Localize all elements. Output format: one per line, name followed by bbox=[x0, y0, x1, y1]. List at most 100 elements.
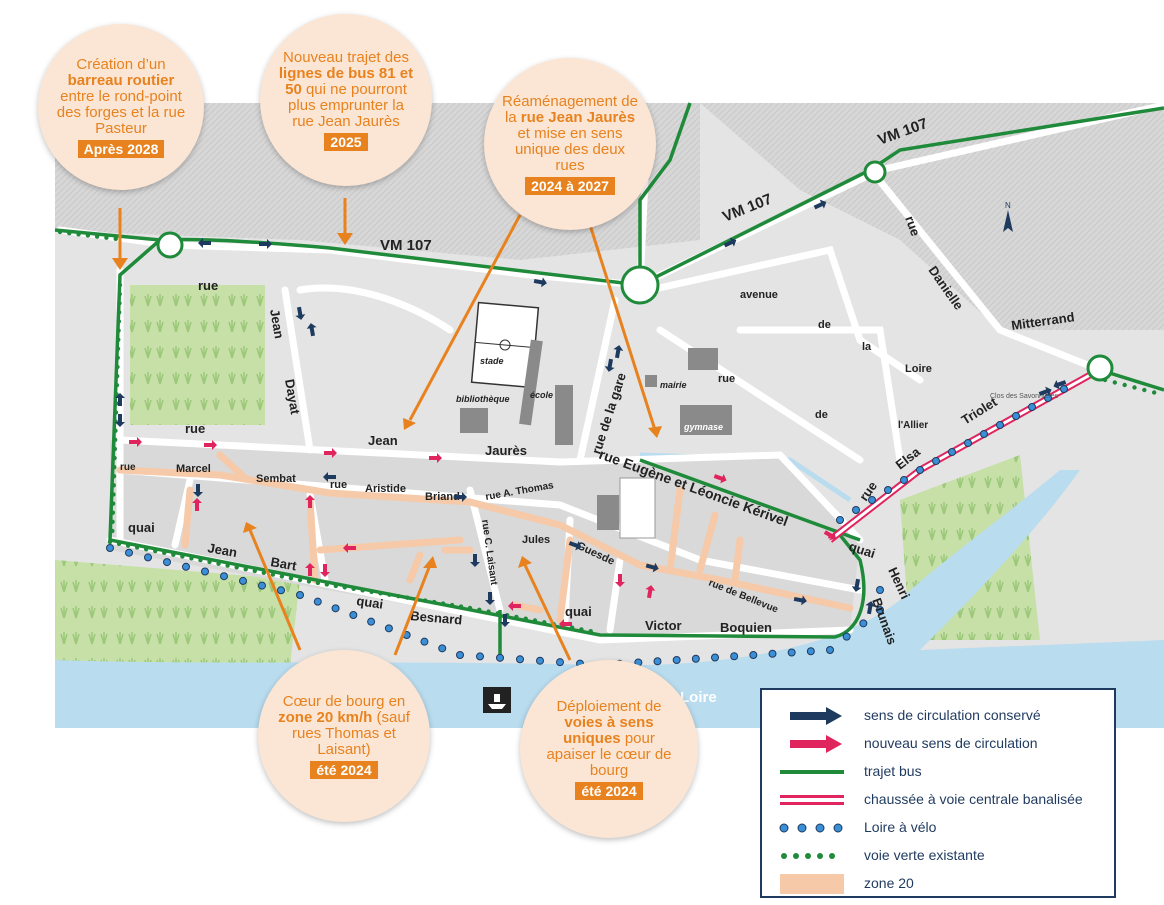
gymnase-building bbox=[680, 405, 732, 435]
path-dot bbox=[980, 430, 988, 438]
path-dot bbox=[116, 541, 122, 547]
bubble-pointer-heads bbox=[112, 233, 662, 568]
path-dot bbox=[1102, 377, 1108, 383]
path-dot bbox=[107, 539, 113, 545]
path-dot bbox=[153, 548, 158, 554]
bubble-text-pre: Déploiement de bbox=[556, 697, 662, 715]
path-dot bbox=[806, 647, 815, 656]
label-stade: stade bbox=[480, 356, 504, 366]
svg-text:N: N bbox=[1005, 201, 1011, 210]
compass-icon: N bbox=[1003, 201, 1013, 232]
new-direction-arrow bbox=[324, 448, 337, 458]
path-dot bbox=[207, 559, 212, 565]
bubble-barreau-routier: Création d’un barreau routier entre le r… bbox=[38, 24, 204, 190]
bubble-date-tag: 2025 bbox=[324, 132, 368, 151]
path-dot bbox=[1132, 385, 1137, 390]
new-direction-arrow bbox=[615, 574, 625, 587]
kept-direction-arrow bbox=[1038, 386, 1052, 397]
legend-row-bus: trajet bus bbox=[762, 758, 1114, 786]
bubble-text-pre: Nouveau trajet des bbox=[283, 48, 409, 66]
label-aristide: Aristide bbox=[365, 483, 406, 495]
bubble-date-tag: été 2024 bbox=[310, 760, 378, 779]
kept-direction-arrow bbox=[1053, 379, 1067, 390]
map-legend: sens de circulation conservé nouveau sen… bbox=[760, 688, 1116, 898]
path-dot bbox=[996, 421, 1004, 429]
path-dot bbox=[198, 557, 203, 563]
path-dot bbox=[270, 572, 276, 577]
roundabouts bbox=[156, 160, 1114, 382]
path-dot bbox=[143, 547, 149, 552]
label-quai-3: quai bbox=[565, 604, 592, 619]
path-dot bbox=[220, 572, 228, 581]
path-dot bbox=[360, 588, 365, 593]
loire-a-velo-path bbox=[106, 385, 1068, 669]
path-dot bbox=[239, 576, 247, 585]
path-dot bbox=[180, 554, 185, 559]
path-dot bbox=[104, 235, 109, 240]
green-line-icon bbox=[780, 770, 844, 774]
double-red-line-icon bbox=[780, 795, 844, 805]
path-dot bbox=[171, 552, 176, 557]
legend-row-shared-lane: chaussée à voie centrale banalisée bbox=[762, 786, 1114, 814]
kept-direction-arrow bbox=[193, 484, 203, 497]
path-dot bbox=[113, 236, 118, 242]
path-dot bbox=[115, 346, 121, 351]
label-de-2: de bbox=[815, 409, 828, 421]
green-dots-icon bbox=[781, 853, 835, 859]
bubble-text-post: (sauf rues Thomas et Laisant) bbox=[292, 708, 410, 758]
path-dot bbox=[333, 583, 338, 589]
new-direction-arrow bbox=[192, 498, 202, 511]
label-jean-2: Jean bbox=[368, 433, 398, 448]
path-dot bbox=[234, 565, 239, 570]
path-dot bbox=[117, 301, 122, 306]
path-dot bbox=[57, 229, 63, 235]
path-dot bbox=[279, 574, 285, 579]
label-sembat: Sembat bbox=[256, 473, 296, 485]
bubble-text-post: qui ne pourront plus emprunter la rue Je… bbox=[288, 80, 407, 130]
path-dot bbox=[1044, 394, 1052, 402]
path-dot bbox=[486, 609, 491, 614]
path-dot bbox=[288, 575, 294, 581]
path-dot bbox=[948, 448, 956, 456]
kept-direction-arrow bbox=[865, 601, 876, 615]
path-dot bbox=[542, 620, 547, 625]
path-dot bbox=[113, 410, 119, 415]
label-savonnieres: Clos des Savonnières bbox=[990, 393, 1059, 400]
path-dot bbox=[342, 585, 347, 590]
bubble-text-post: entre le rond-point des forges et la rue… bbox=[56, 87, 186, 137]
path-dot bbox=[252, 568, 257, 574]
label-bibliotheque: bibliothèque bbox=[456, 394, 510, 404]
bubble-jean-jaures: Réaménagement de la rue Jean Jaurès et m… bbox=[484, 58, 656, 230]
path-dot bbox=[306, 579, 312, 584]
blue-dots-icon bbox=[779, 823, 843, 833]
kept-direction-arrow bbox=[604, 358, 615, 372]
ecole-annex bbox=[555, 385, 573, 445]
path-dot bbox=[477, 607, 482, 612]
path-dot bbox=[182, 562, 190, 571]
bubble-text-bold: rue Jean Jaurès bbox=[520, 108, 636, 126]
path-dot bbox=[116, 310, 122, 315]
path-dot bbox=[1122, 382, 1127, 388]
bubble-text-pre: Création d’un bbox=[76, 55, 166, 73]
path-dot bbox=[691, 654, 700, 663]
kept-direction-arrow bbox=[851, 578, 862, 592]
bubble-date-tag: été 2024 bbox=[575, 781, 643, 800]
path-dot bbox=[859, 619, 868, 628]
kept-direction-arrow bbox=[198, 238, 211, 248]
label-briand: Briand bbox=[425, 491, 460, 503]
label-vm107-a: VM 107 bbox=[380, 237, 432, 254]
path-dot bbox=[384, 624, 393, 633]
label-gymnase: gymnase bbox=[683, 422, 723, 432]
path-dot bbox=[569, 625, 575, 630]
path-dot bbox=[496, 653, 504, 662]
path-dot bbox=[106, 544, 114, 552]
legend-label: zone 20 bbox=[864, 875, 914, 891]
label-quai-1: quai bbox=[128, 520, 155, 535]
path-dot bbox=[868, 496, 876, 504]
path-dot bbox=[115, 364, 120, 370]
path-dot bbox=[313, 597, 322, 606]
bubble-date-tag: Après 2028 bbox=[77, 139, 165, 158]
path-dot bbox=[110, 501, 116, 506]
path-dot bbox=[116, 337, 121, 342]
path-dot bbox=[112, 464, 117, 470]
